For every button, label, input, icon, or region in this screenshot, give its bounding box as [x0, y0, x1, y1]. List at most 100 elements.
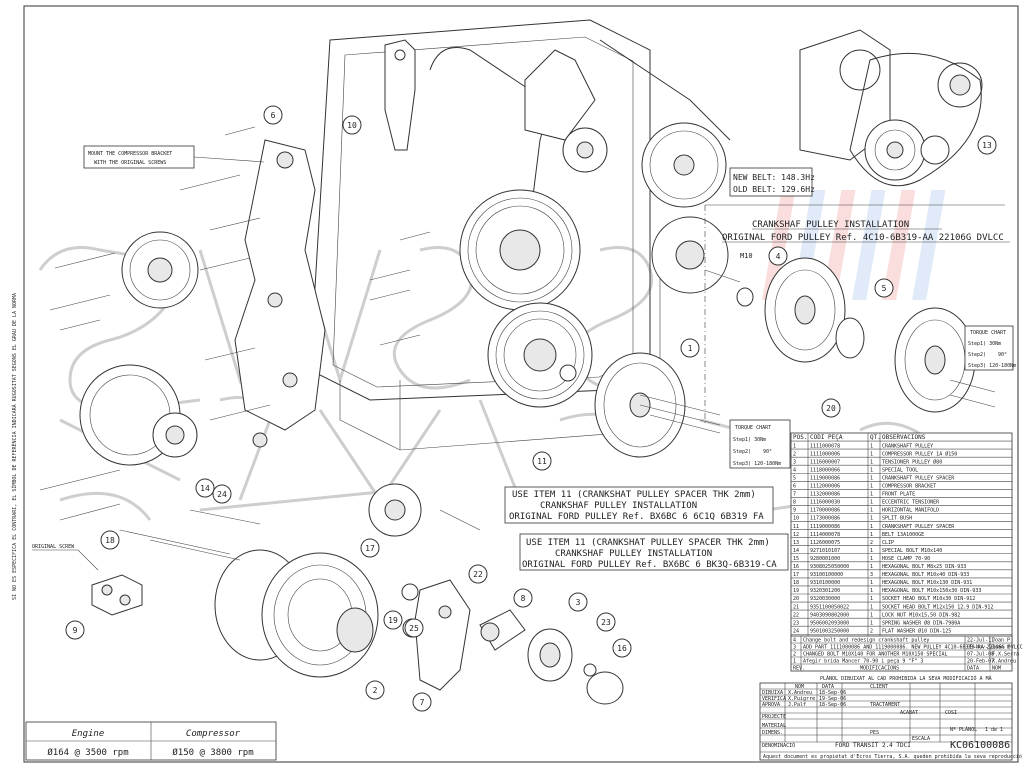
tb-dibuixa-data: 18-Sep-06	[819, 690, 846, 696]
bom-cell: 1	[870, 516, 873, 522]
bom-cell: 9	[793, 508, 796, 514]
bom-cell: 2	[870, 540, 873, 546]
bom-cell: 1	[870, 467, 873, 473]
torque-step2-right: Step2)	[968, 352, 986, 358]
bom-cell: CRANKSHAFT PULLEY	[882, 443, 933, 449]
use-item-1-line3: ORIGINAL FORD PULLEY Ref. BX6BC 6 6C1Q 6…	[509, 512, 764, 522]
tb-pes: PES	[870, 730, 879, 736]
mod-cell: 07-Jul-08	[967, 652, 994, 658]
bom-cell: 93100100000	[810, 572, 843, 578]
mod-cell: ADD PART 1111000086 AND 1119000086. NEW …	[803, 645, 1023, 651]
bom-cell: SPLIT BUSH	[882, 516, 912, 522]
bom-cell: 1	[870, 508, 873, 514]
tb-escala: ESCALA	[912, 736, 930, 742]
bom-cell: HORIZONTAL MANIFOLD	[882, 508, 939, 514]
use-item-2-line1: USE ITEM 11 (CRANKSHAT PULLEY SPACER THK…	[526, 538, 770, 548]
engine-label: Engine	[72, 729, 105, 739]
bom-cell: 9280001000	[810, 556, 840, 562]
bom-cell: 5	[793, 475, 796, 481]
callout-label-4: 4	[776, 252, 781, 261]
tb-plano-num: Nº PLÀNOL	[950, 726, 977, 733]
bom-cell: FLAT WASHER Ø10 DIN-125	[882, 627, 951, 634]
bom-cell: 9403090802000	[810, 612, 849, 618]
callout-label-13: 13	[982, 141, 992, 150]
callout-label-1: 1	[688, 344, 693, 353]
stripe-watermark	[762, 190, 946, 300]
bom-cell: 1132000086	[810, 492, 840, 498]
bom-cell: 9271010107	[810, 548, 840, 554]
tb-acabat: ACABAT	[900, 710, 918, 716]
mod-cell: Change bolt and redesign crankshaft pull…	[803, 638, 929, 644]
sheet-border	[23, 5, 1019, 763]
callout-label-6: 6	[271, 111, 276, 120]
callout-22	[468, 564, 488, 584]
callout-label-7: 7	[420, 698, 425, 707]
compressor-value: Ø150 @ 3800 rpm	[172, 747, 253, 758]
callout-13	[977, 135, 997, 155]
horizontal-manifold	[91, 574, 143, 616]
mod-cell: X.Andreu	[992, 659, 1016, 665]
torque-title-center: TORQUE CHART	[735, 425, 771, 431]
tb-col-data: DATA	[822, 684, 834, 690]
tb-aprova-nom: J.Palf	[788, 702, 806, 708]
callouts: 1234567891011131415161718192022232425	[65, 105, 997, 712]
torque-step3-center: Step3) 120-180Nm	[733, 461, 781, 467]
torque-chart-center: TORQUE CHART Step1) 30Nm Step2) 90° Step…	[729, 419, 791, 469]
bom-cell: 8	[793, 500, 796, 506]
mod-cell: 05-Nov-10	[967, 645, 994, 651]
tb-codi: KC06100086	[950, 740, 1010, 751]
mod-cell: Afegir brida Mancer 70-90 i peça 9 "F" 3	[803, 659, 923, 665]
bom-cell: 1111000006	[810, 451, 840, 457]
callout-19	[383, 610, 403, 630]
bom-header-3: OBSERVACIONS	[882, 434, 926, 441]
tb-denominacio-val: FORD TRANSIT 2.4 TDCI	[835, 742, 911, 749]
cad-notice: PLÀNOL DIBUIXAT AL CAD PROHIBIDA LA SEVA…	[820, 675, 992, 682]
bom-cell: 1	[870, 500, 873, 506]
alternator	[39, 364, 198, 521]
bom-cell: SPRING WASHER Ø8 DIN-7980A	[882, 619, 960, 626]
mod-header-2: DATA	[967, 666, 979, 672]
torque-step3-right: Step3) 120-180Nm	[968, 363, 1016, 369]
torque-step2-angle-center: 90°	[763, 449, 772, 455]
callout-18	[100, 530, 120, 550]
original-screw-note: ORIGINAL SCREW	[32, 544, 75, 550]
bom-cell: 1126000075	[810, 540, 840, 546]
bom-cell: 6	[793, 484, 796, 490]
bom-cell: 9506002093000	[810, 620, 849, 626]
assembled-view	[789, 17, 991, 189]
bom-cell: 1	[870, 492, 873, 498]
bom-cell: 1	[793, 443, 796, 449]
bom-cell: 1	[870, 484, 873, 490]
use-item-1-line2: CRANKSHAF PULLEY INSTALLATION	[540, 501, 697, 511]
mod-cell: 2	[793, 652, 796, 658]
bom-cell: 7	[793, 492, 796, 498]
bom-cell: 1	[870, 524, 873, 530]
tb-dibuixa-nom: X.Andreu	[788, 690, 812, 696]
callout-20	[821, 398, 841, 418]
bom-cell: 1119000086	[810, 524, 840, 530]
bom-cell: 24	[793, 628, 799, 634]
m10-label: M10	[740, 252, 753, 260]
bom-cell: 23	[793, 620, 799, 626]
callout-label-10: 10	[347, 121, 357, 130]
callout-label-18: 18	[105, 536, 115, 545]
mod-cell: F.X.Serra	[992, 652, 1019, 658]
callout-5	[874, 278, 894, 298]
bom-cell: 13	[793, 540, 799, 546]
new-belt-text: NEW BELT: 148.3Hz	[733, 173, 815, 182]
compressor-bracket	[179, 126, 326, 448]
bom-cell: SPECIAL BOLT M10x140	[882, 548, 942, 554]
callout-label-2: 2	[373, 686, 378, 695]
callout-label-9: 9	[73, 626, 78, 635]
mod-header-1: MODIFICACIONS	[860, 666, 899, 672]
mod-cell: Joan P	[992, 638, 1010, 644]
callout-label-3: 3	[576, 598, 581, 607]
side-note: SI NO ES ESPECIFICA EL CONTRARI, EL SÍMB…	[10, 293, 18, 600]
bom-cell: 3	[793, 459, 796, 465]
bom-header-1: CODI PEÇA	[810, 434, 843, 441]
mod-cell: CHANGED BOLT M10X140 FOR ANOTHER M10X150…	[803, 652, 948, 658]
mod-cell: 3	[793, 645, 796, 651]
tb-dibuixa: DIBUIXA	[762, 690, 783, 696]
